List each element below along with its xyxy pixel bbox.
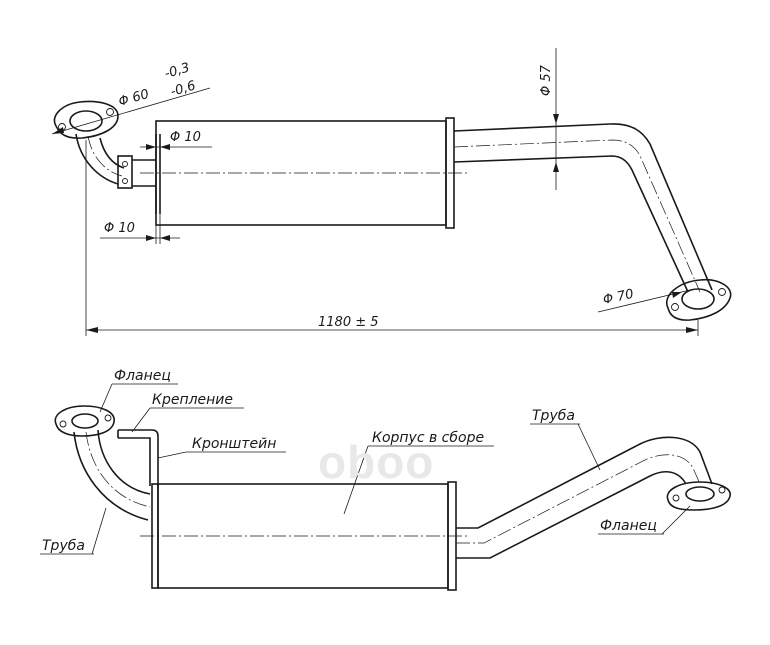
label-flange-right-text: Фланец: [600, 518, 657, 534]
label-pipe-left: Труба: [40, 507, 107, 555]
inlet-pipe-side: [73, 429, 151, 521]
inlet-tolerance-lower: -0,6: [169, 78, 198, 99]
label-flange-left: Фланец: [99, 368, 178, 413]
pipe-diameter-text: Φ 57: [539, 64, 554, 96]
overall-length-text: 1180 ± 5: [318, 315, 379, 330]
label-mount: Крепление: [131, 392, 244, 433]
dim-outlet-diameter: Φ 70: [597, 287, 691, 313]
bracket-diameter-1-text: Φ 10: [170, 130, 201, 145]
inlet-flange-side: [54, 405, 115, 437]
outlet-pipe-top: [453, 123, 713, 293]
label-flange-right: Фланец: [598, 505, 691, 535]
muffler-body-side: [140, 481, 470, 591]
label-pipe-left-text: Труба: [42, 538, 85, 554]
dim-inlet-diameter: Φ 60 -0,3 -0,6: [51, 60, 211, 135]
label-bracket: Кронштейн: [157, 436, 286, 459]
outlet-flange-top: [665, 278, 732, 321]
muffler-body-top: [140, 117, 470, 229]
mount-bracket-top: [117, 134, 161, 214]
inlet-flange-top: [53, 100, 119, 139]
label-bracket-text: Кронштейн: [192, 436, 276, 452]
inlet-tolerance-upper: -0,3: [163, 60, 192, 81]
label-body: Корпус в сборе: [343, 430, 494, 515]
dim-bracket-diameter-1: Φ 10: [140, 130, 212, 150]
label-pipe-right: Труба: [530, 408, 601, 471]
watermark-logo: oboo: [318, 436, 434, 488]
side-view: Фланец Крепление Кронштейн Корпус в сбор…: [40, 368, 731, 591]
mount-side: [117, 429, 159, 486]
dim-pipe-diameter: Φ 57: [539, 48, 559, 190]
label-flange-left-text: Фланец: [114, 368, 171, 384]
outlet-diameter-text: Φ 70: [602, 287, 635, 308]
outlet-pipe-side: [456, 436, 713, 559]
top-view: Φ 60 -0,3 -0,6 Φ 10 Φ 10 Φ 57: [51, 48, 732, 336]
dim-overall-length: 1180 ± 5: [85, 140, 699, 336]
outlet-flange-side: [666, 481, 731, 511]
label-pipe-right-text: Труба: [532, 408, 575, 424]
label-mount-text: Крепление: [152, 392, 233, 408]
label-body-text: Корпус в сборе: [372, 430, 484, 446]
inlet-elbow-top: [75, 133, 125, 185]
dim-bracket-diameter-2: Φ 10: [100, 214, 180, 244]
bracket-diameter-2-text: Φ 10: [104, 221, 135, 236]
